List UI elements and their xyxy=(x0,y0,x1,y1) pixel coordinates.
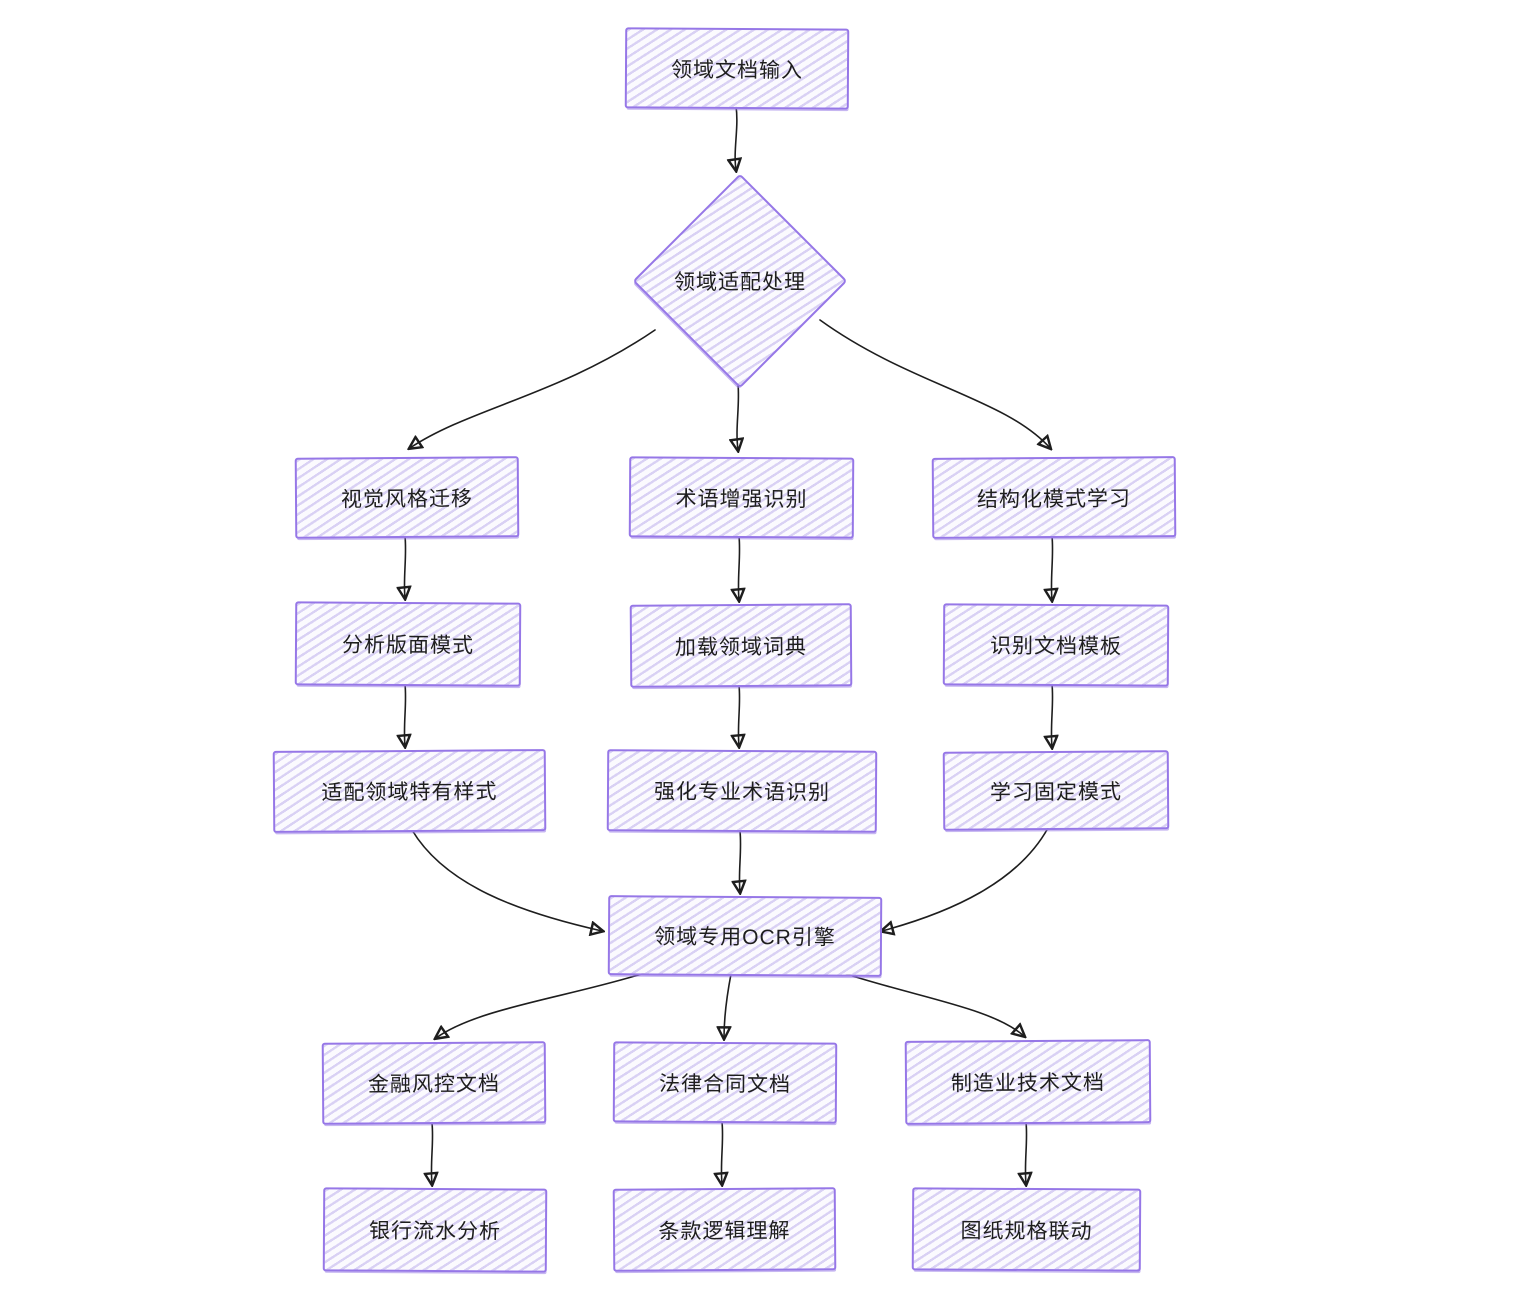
node-domain-doc-input[interactable]: 领域文档输入 xyxy=(624,27,850,110)
edge-term-dict xyxy=(738,535,739,600)
edge-adapt-visual xyxy=(410,329,656,448)
edge-struct-template xyxy=(1051,535,1052,600)
node-label: 强化专业术语识别 xyxy=(653,780,831,805)
node-visual-style-transfer[interactable]: 视觉风格迁移 xyxy=(294,456,520,539)
node-label: 领域专用OCR引擎 xyxy=(654,925,836,950)
node-label: 术语增强识别 xyxy=(675,487,808,511)
node-label: 银行流水分析 xyxy=(368,1219,502,1244)
edge-dict-proterm xyxy=(738,684,739,746)
node-finance-risk-docs[interactable]: 金融风控文档 xyxy=(321,1041,547,1125)
node-manufacturing-tech-docs[interactable]: 制造业技术文档 xyxy=(904,1039,1152,1125)
edge-adaptstyle-ocr xyxy=(411,829,602,931)
node-label: 分析版面模式 xyxy=(341,633,475,658)
node-label: 领域适配处理 xyxy=(674,271,806,294)
node-load-domain-dictionary[interactable]: 加载领域词典 xyxy=(629,603,853,688)
node-learn-fixed-patterns[interactable]: 学习固定模式 xyxy=(942,750,1170,831)
edge-layout-adaptstyle xyxy=(404,683,405,746)
node-adapt-domain-styles[interactable]: 适配领域特有样式 xyxy=(272,749,547,833)
node-term-enhanced-recognition[interactable]: 术语增强识别 xyxy=(628,456,855,539)
edge-proterm-ocr xyxy=(739,830,740,892)
edge-visual-layout xyxy=(404,535,405,598)
node-label: 法律合同文档 xyxy=(658,1072,792,1096)
edge-ocr-legal xyxy=(724,973,732,1038)
edge-ocr-finance xyxy=(436,972,646,1038)
edge-adapt-struct xyxy=(819,319,1050,448)
node-drawing-spec-linkage[interactable]: 图纸规格联动 xyxy=(911,1187,1142,1272)
node-label: 加载领域词典 xyxy=(674,635,808,659)
node-label: 制造业技术文档 xyxy=(950,1071,1106,1096)
edge-fixed-ocr xyxy=(882,827,1049,931)
edge-legal-clause xyxy=(721,1121,722,1184)
node-domain-adapt-decision[interactable]: 领域适配处理 xyxy=(632,173,848,389)
node-label: 学习固定模式 xyxy=(989,780,1123,804)
node-label: 条款逻辑理解 xyxy=(658,1219,791,1243)
node-strengthen-pro-terms[interactable]: 强化专业术语识别 xyxy=(606,749,878,833)
node-domain-ocr-engine[interactable]: 领域专用OCR引擎 xyxy=(607,895,883,977)
node-label: 结构化模式学习 xyxy=(976,486,1132,512)
node-identify-doc-template[interactable]: 识别文档模板 xyxy=(942,603,1170,687)
edge-adapt-term xyxy=(737,383,738,450)
node-label: 适配领域特有样式 xyxy=(321,780,498,805)
edge-ocr-manufacture xyxy=(842,972,1024,1036)
node-label: 识别文档模板 xyxy=(989,634,1123,659)
node-label: 金融风控文档 xyxy=(367,1072,501,1097)
node-label: 视觉风格迁移 xyxy=(340,487,474,511)
node-label: 领域文档输入 xyxy=(670,58,804,82)
edge-finance-bank xyxy=(431,1122,432,1184)
node-label: 图纸规格联动 xyxy=(960,1219,1093,1243)
node-clause-logic-understanding[interactable]: 条款逻辑理解 xyxy=(612,1187,837,1272)
edge-input-adapt xyxy=(735,105,737,170)
node-legal-contract-docs[interactable]: 法律合同文档 xyxy=(612,1041,838,1124)
node-bank-statement-analysis[interactable]: 银行流水分析 xyxy=(322,1187,548,1273)
edge-manufacture-drawing xyxy=(1025,1121,1026,1184)
node-analyze-layout-patterns[interactable]: 分析版面模式 xyxy=(294,601,522,687)
node-structured-pattern-learning[interactable]: 结构化模式学习 xyxy=(931,456,1177,539)
edge-template-fixed xyxy=(1051,683,1052,747)
